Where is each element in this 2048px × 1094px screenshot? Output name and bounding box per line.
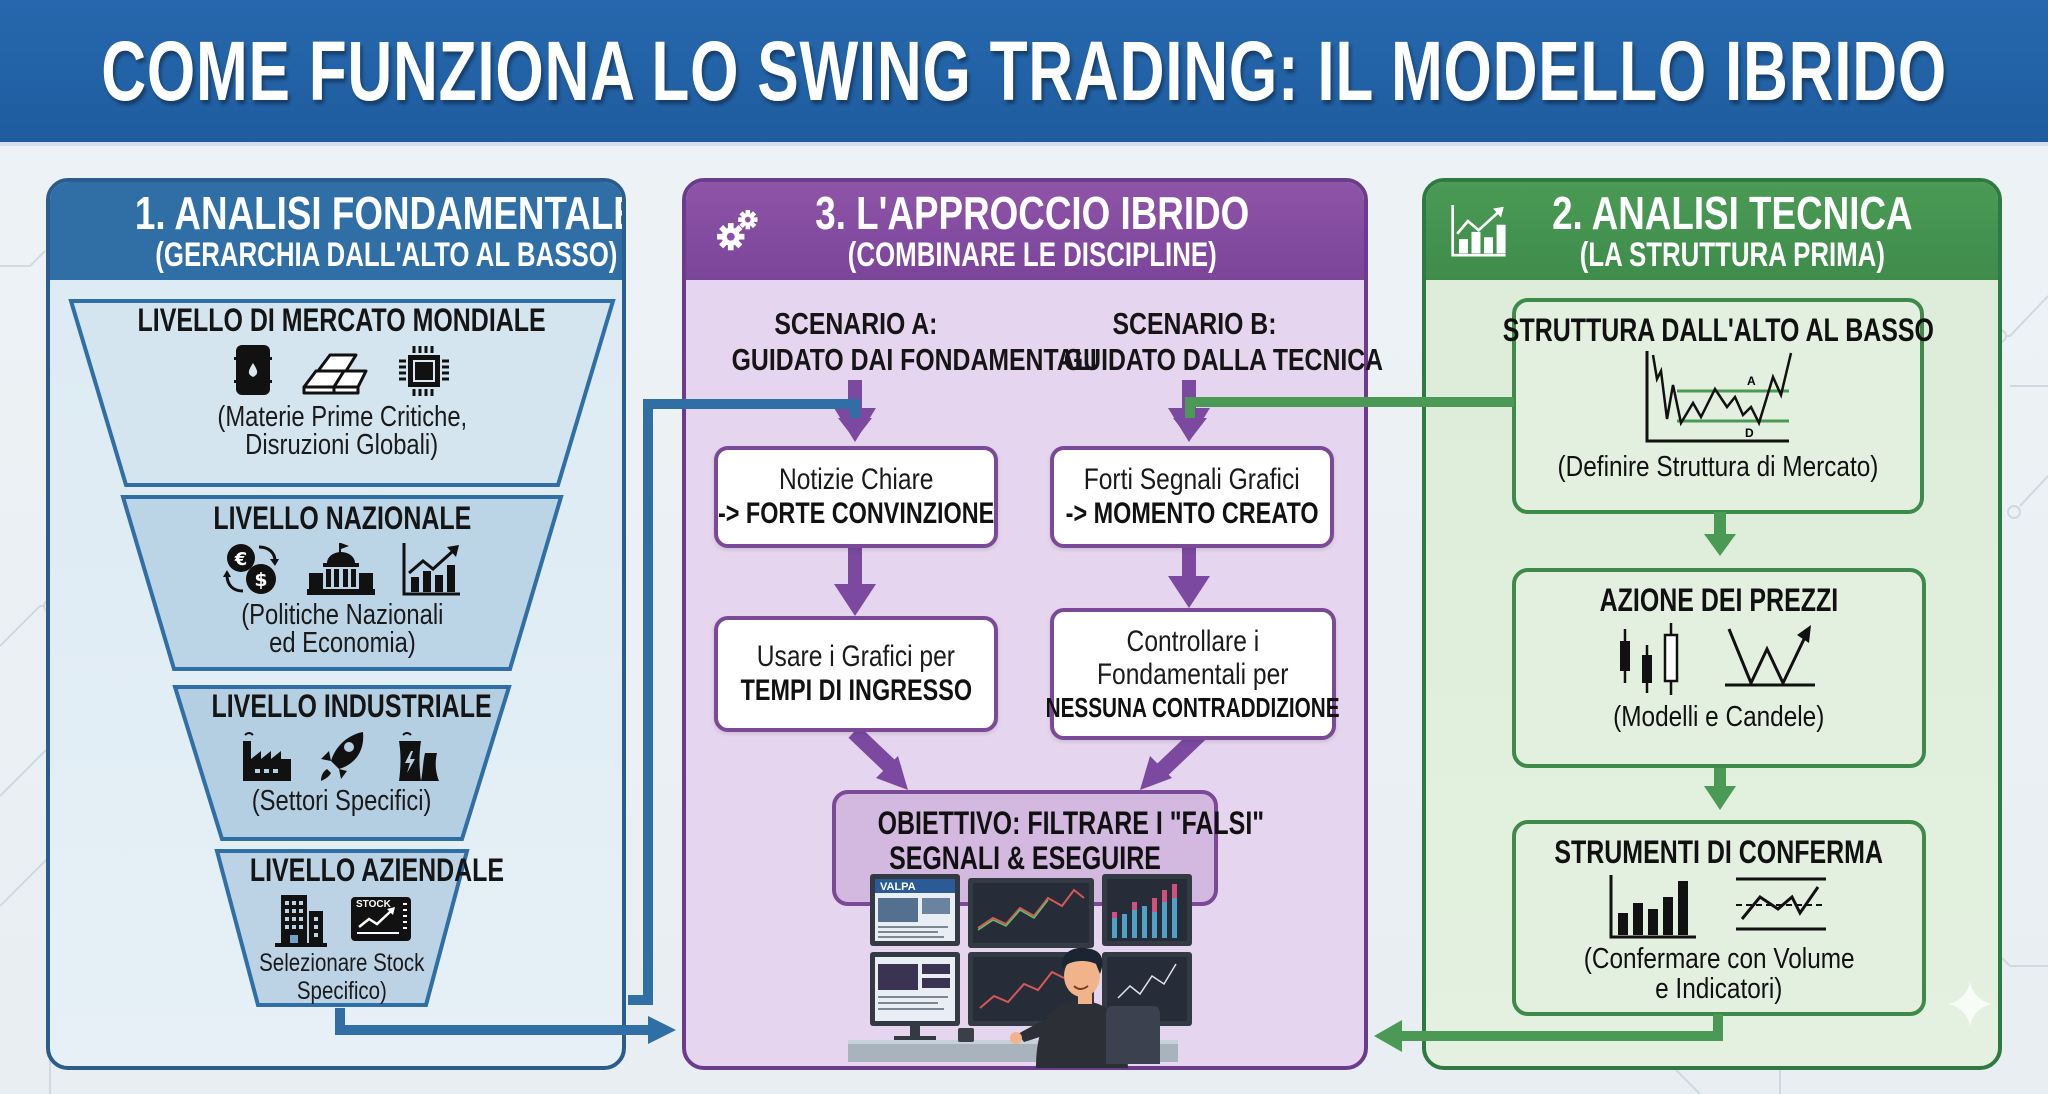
trader-at-monitors-illustration: VALPA (848, 874, 1192, 1068)
rocket-icon (321, 732, 364, 781)
fundamental-subtitle: (GERARCHIA DALL'ALTO AL BASSO) (155, 236, 618, 274)
step-text: Forti Segnali Grafici (1083, 463, 1301, 497)
fundamental-panel-header: 1. ANALISI FONDAMENTALE (GERARCHIA DALL'… (50, 182, 622, 280)
growth-chart-icon (402, 543, 460, 596)
oil-barrel-icon (234, 345, 272, 395)
chart-label-a: A (1747, 374, 1756, 388)
technical-title: 2. ANALISI TECNICA (1552, 187, 1913, 239)
bar-chart-trend-icon (1451, 205, 1506, 257)
candlestick-icon (1620, 623, 1679, 695)
technical-panel-header: 2. ANALISI TECNICA (LA STRUTTURA PRIMA) (1426, 182, 1998, 280)
hybrid-subtitle: (COMBINARE LE DISCIPLINE) (848, 236, 1218, 274)
level-description: (Politiche Nazionali (240, 599, 444, 631)
level-title: LIVELLO DI MERCATO MONDIALE (137, 302, 547, 338)
step-description: (Modelli e Candele) (1613, 701, 1825, 733)
page-title: COME FUNZIONA LO SWING TRADING: IL MODEL… (101, 23, 1947, 118)
scenario-a-subtitle: GUIDATO DAI FONDAMENTALI (731, 341, 1097, 377)
level-description: Specifico) (296, 977, 387, 1005)
technical-step-structure: STRUTTURA DALL'ALTO AL BASSO A D (Defini… (1502, 298, 1934, 514)
funnel-level-industrial: LIVELLO INDUSTRIALE (Settori Specifici) (172, 684, 512, 842)
level-description: (Materie Prime Critiche, (217, 401, 467, 433)
level-description: (Settori Specifici) (252, 785, 432, 817)
scenario-b-step-1: Forti Segnali Grafici -> MOMENTO CREATO (1050, 446, 1334, 548)
step-text: Usare i Grafici per (756, 640, 956, 674)
step-emphasis: NESSUNA CONTRADDIZIONE (1046, 691, 1340, 723)
office-building-icon (275, 895, 327, 947)
step-title: STRUTTURA DALL'ALTO AL BASSO (1502, 312, 1934, 348)
technical-subtitle: (LA STRUTTURA PRIMA) (1580, 236, 1886, 274)
hybrid-title: 3. L'APPROCCIO IBRIDO (815, 187, 1250, 239)
step-emphasis: -> FORTE CONVINZIONE (717, 497, 995, 530)
factory-icon (243, 732, 291, 781)
step-emphasis: TEMPI DI INGRESSO (740, 674, 972, 707)
level-description: Disruzioni Globali) (245, 429, 439, 462)
funnel-level-global-market: LIVELLO DI MERCATO MONDIALE (68, 298, 616, 488)
power-plant-icon (399, 732, 439, 781)
technical-flow-arrows (1704, 512, 1736, 556)
technical-flow-arrow-2 (1704, 764, 1736, 810)
hybrid-panel-header: 3. L'APPROCCIO IBRIDO (COMBINARE LE DISC… (686, 182, 1364, 280)
goal-text-line-2: SEGNALI & ESEGUIRE (889, 840, 1161, 877)
page-header: COME FUNZIONA LO SWING TRADING: IL MODEL… (0, 0, 2048, 146)
step-title: STRUMENTI DI CONFERMA (1554, 834, 1884, 870)
scenario-b-step-2: Controllare i Fondamentali per NESSUNA C… (1046, 608, 1340, 740)
scenario-a-step-2: Usare i Grafici per TEMPI DI INGRESSO (714, 616, 998, 732)
stock-chart-icon: STOCK (351, 897, 411, 941)
svg-text:$: $ (254, 569, 267, 591)
step-text: Fondamentali per (1097, 658, 1289, 692)
level-title: LIVELLO AZIENDALE (249, 852, 505, 888)
funnel-level-national: LIVELLO NAZIONALE € $ (Politiche Nazio (120, 494, 564, 672)
step-description: (Definire Struttura di Mercato) (1557, 451, 1879, 483)
step-title: AZIONE DEI PREZZI (1599, 582, 1839, 618)
news-logo: VALPA (880, 881, 916, 893)
chart-label-d: D (1745, 426, 1754, 440)
scenario-b-label: SCENARIO B: GUIDATO DALLA TECNICA (1024, 306, 1383, 377)
goal-text-line-1: OBIETTIVO: FILTRARE I "FALSI" (877, 805, 1265, 841)
market-structure-chart-icon: A D (1645, 351, 1793, 443)
level-description: Selezionare Stock (259, 949, 425, 977)
step-emphasis: -> MOMENTO CREATO (1065, 497, 1319, 530)
currency-exchange-icon: € $ (223, 544, 279, 594)
oscillator-indicator-icon (1736, 877, 1826, 931)
volume-bars-icon (1609, 875, 1696, 939)
step-text: Notizie Chiare (778, 463, 934, 497)
government-building-icon (307, 543, 375, 595)
stock-label: STOCK (356, 899, 391, 910)
technical-step-confirmation: STRUMENTI DI CONFERMA (Confermare con Vo… (1512, 820, 1926, 1016)
step-description: e Indicatori) (1655, 973, 1783, 1006)
step-description: (Confermare con Volume (1583, 943, 1855, 975)
technical-step-price-action: AZIONE DEI PREZZI (Modelli e Candele) (1512, 568, 1926, 768)
step-text: Controllare i (1126, 624, 1260, 658)
gears-icon (717, 209, 758, 251)
scenario-b-subtitle: GUIDATO DALLA TECNICA (1063, 341, 1384, 377)
scenario-a-label: SCENARIO A: GUIDATO DAI FONDAMENTALI (686, 306, 1097, 377)
level-title: LIVELLO NAZIONALE (213, 500, 471, 536)
microchip-icon (399, 346, 449, 396)
scenario-a-title: SCENARIO A: (774, 306, 938, 341)
funnel-level-company: LIVELLO AZIENDALE STOCK S (214, 848, 504, 1008)
double-bottom-pattern-icon (1725, 625, 1815, 687)
fundamental-title: 1. ANALISI FONDAMENTALE (134, 187, 626, 239)
level-description: ed Economia) (268, 627, 416, 660)
gold-bars-icon (302, 353, 368, 395)
scenario-a-step-1: Notizie Chiare -> FORTE CONVINZIONE (714, 446, 998, 548)
svg-text:€: € (234, 549, 248, 570)
level-title: LIVELLO INDUSTRIALE (211, 688, 492, 724)
scenario-b-title: SCENARIO B: (1112, 306, 1276, 341)
